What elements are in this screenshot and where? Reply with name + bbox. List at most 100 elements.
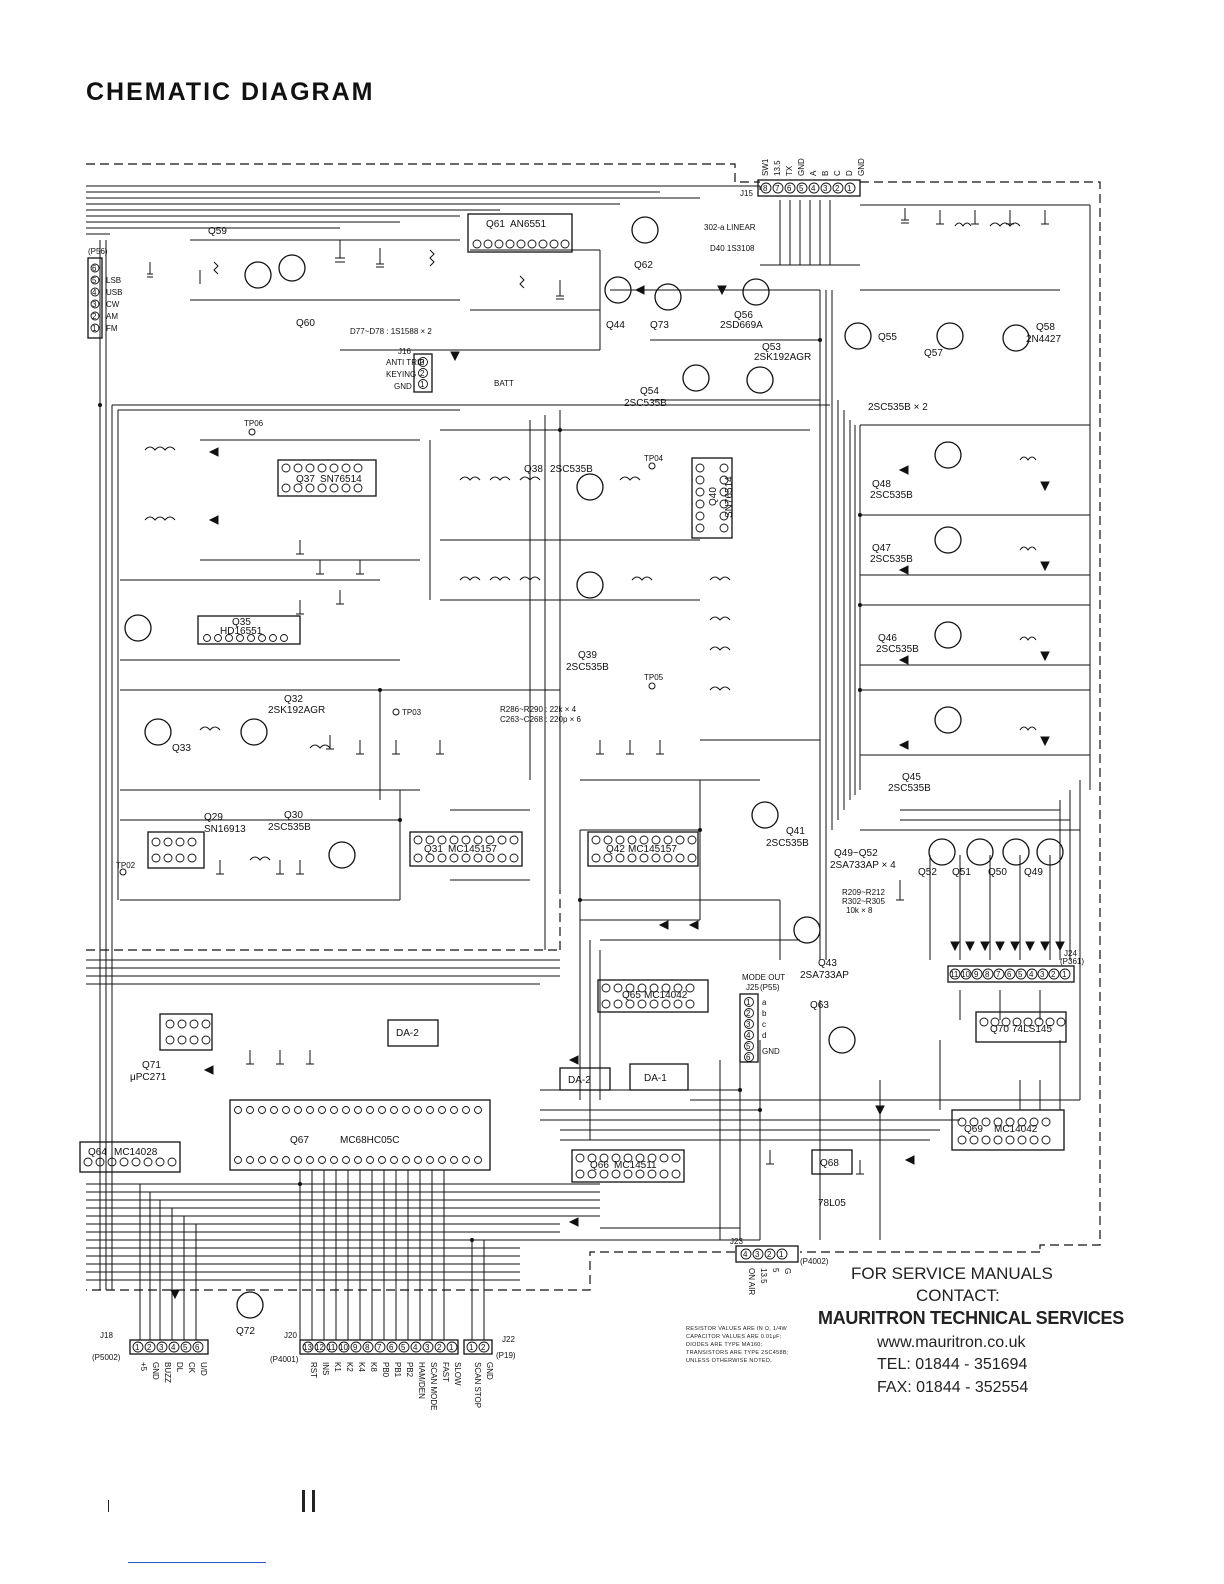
label-q47: Q47	[872, 543, 891, 554]
label-q59: Q59	[208, 226, 227, 237]
connector-blocks	[87, 179, 1075, 1355]
ic-da2-a	[387, 1019, 439, 1047]
svg-text:3: 3	[159, 1343, 164, 1352]
svg-text:3: 3	[425, 1343, 430, 1352]
svg-text:CW: CW	[106, 300, 120, 309]
j16-ref: J16	[398, 347, 411, 356]
service-line-1: FOR SERVICE MANUALS	[851, 1264, 1053, 1283]
label-q53: Q53	[762, 342, 781, 353]
label-batt: BATT	[494, 379, 514, 388]
label-q72: Q72	[236, 1326, 255, 1337]
label-q55: Q55	[878, 332, 897, 343]
svg-text:2: 2	[1051, 970, 1056, 979]
svg-text:5: 5	[183, 1343, 188, 1352]
svg-text:1: 1	[92, 324, 97, 333]
svg-text:HAM/DEN: HAM/DEN	[417, 1362, 426, 1399]
transistor-q58	[1002, 324, 1030, 352]
label-q39-type: 2SC535B	[566, 662, 609, 673]
label-q60: Q60	[296, 318, 315, 329]
ic-q70	[975, 1011, 1067, 1043]
ic-pins	[83, 239, 1066, 1179]
transistor-symbols	[124, 216, 1064, 1319]
label-q31-type: MC145157	[448, 844, 497, 855]
svg-text:1: 1	[847, 184, 852, 193]
transistor-q41	[751, 801, 779, 829]
test-point-labels: TP06 TP04 TP05 TP03 TP02	[116, 419, 664, 870]
ic-q61	[467, 213, 573, 253]
jl-ref: (P56)	[88, 247, 108, 256]
transistor-q52	[928, 838, 956, 866]
ic-q71	[159, 1013, 213, 1051]
label-q66: Q66	[590, 1160, 609, 1171]
svg-text:D: D	[845, 170, 854, 176]
label-q49-52-type: 2SA733AP × 4	[830, 860, 896, 871]
label-keying: KEYING	[386, 370, 416, 379]
svg-text:1: 1	[1062, 970, 1067, 979]
label-q65: Q65	[622, 990, 641, 1001]
connector-j23: J23 (P4002) 4 3 2 1 ON AIR 13.5 5 G	[730, 1237, 829, 1295]
label-q48: Q48	[872, 479, 891, 490]
note-line: CAPACITOR VALUES ARE 0.01μF;	[686, 1334, 782, 1340]
svg-text:1: 1	[779, 1250, 784, 1259]
label-q30-type: 2SC535B	[268, 822, 311, 833]
label-q48-type: 2SC535B	[870, 490, 913, 501]
svg-text:SW1: SW1	[761, 158, 770, 176]
transistor-q33	[144, 718, 172, 746]
label-q32-type: 2SK192AGR	[268, 705, 325, 716]
label-q37: Q37	[296, 474, 315, 485]
svg-text:2: 2	[835, 184, 840, 193]
svg-text:2: 2	[481, 1343, 486, 1352]
connector-j24: J24 (P361) 11 10 9 8 7 6 5 4 3 2 1	[949, 949, 1084, 980]
svg-text:b: b	[762, 1009, 767, 1018]
svg-text:3: 3	[92, 300, 97, 309]
page-title: CHEMATIC DIAGRAM	[86, 78, 375, 106]
transistor-q30	[328, 841, 356, 869]
svg-text:1: 1	[135, 1343, 140, 1352]
label-anti-trip: ANTI TRIP	[386, 358, 425, 367]
label-d77: D77~D78 : 1S1588 × 2	[350, 327, 432, 336]
svg-text:U/D: U/D	[199, 1362, 208, 1376]
label-q52: Q52	[918, 867, 937, 878]
label-q68: Q68	[820, 1158, 839, 1169]
note-labels: Q49~Q52 2SA733AP × 4 2SC535B × 2 R209~R2…	[350, 223, 928, 982]
label-tp06: TP06	[244, 419, 264, 428]
ic-q42	[587, 831, 699, 867]
label-q54: Q54	[640, 386, 659, 397]
svg-text:8: 8	[763, 184, 768, 193]
label-q71-type: μPC271	[130, 1072, 167, 1083]
label-q65-type: MC14042	[644, 990, 688, 1001]
label-q56-type: 2SD669A	[720, 320, 763, 331]
svg-text:G: G	[783, 1268, 792, 1274]
svg-text:GND: GND	[857, 158, 866, 176]
svg-text:11: 11	[950, 970, 959, 979]
svg-text:DL: DL	[175, 1362, 184, 1373]
svg-text:6: 6	[389, 1343, 394, 1352]
ic-da1	[629, 1063, 689, 1091]
footer-mark	[302, 1490, 305, 1512]
transistor-q51	[966, 838, 994, 866]
connector-jl: (P56) 6 5 4 3 2 1 LSB USB CW AM FM	[88, 247, 122, 333]
note-line: TRANSISTORS ARE TYPE 2SC458B;	[686, 1350, 789, 1356]
ic-q69	[951, 1109, 1065, 1151]
transistor-q34	[124, 614, 152, 642]
svg-text:8: 8	[365, 1343, 370, 1352]
label-q70-type: 74LS145	[1012, 1024, 1052, 1035]
label-q43-type: 2SA733AP	[800, 970, 849, 981]
svg-text:9: 9	[353, 1343, 358, 1352]
label-q42-type: MC145157	[628, 844, 677, 855]
ic-q67	[229, 1099, 491, 1171]
svg-text:7: 7	[377, 1343, 382, 1352]
svg-text:3: 3	[1040, 970, 1045, 979]
transistor-q73	[654, 283, 682, 311]
label-q56: Q56	[734, 310, 753, 321]
transistor-q55	[844, 322, 872, 350]
svg-text:4: 4	[743, 1250, 748, 1259]
ic-da2-b	[559, 1067, 611, 1091]
label-q58-type: 2N4427	[1026, 334, 1061, 345]
label-q66-type: MC14511	[614, 1160, 657, 1171]
footer-mark	[108, 1500, 109, 1512]
label-q68-type: 78L05	[818, 1198, 846, 1209]
svg-text:2: 2	[92, 312, 97, 321]
svg-text:c: c	[762, 1020, 766, 1029]
